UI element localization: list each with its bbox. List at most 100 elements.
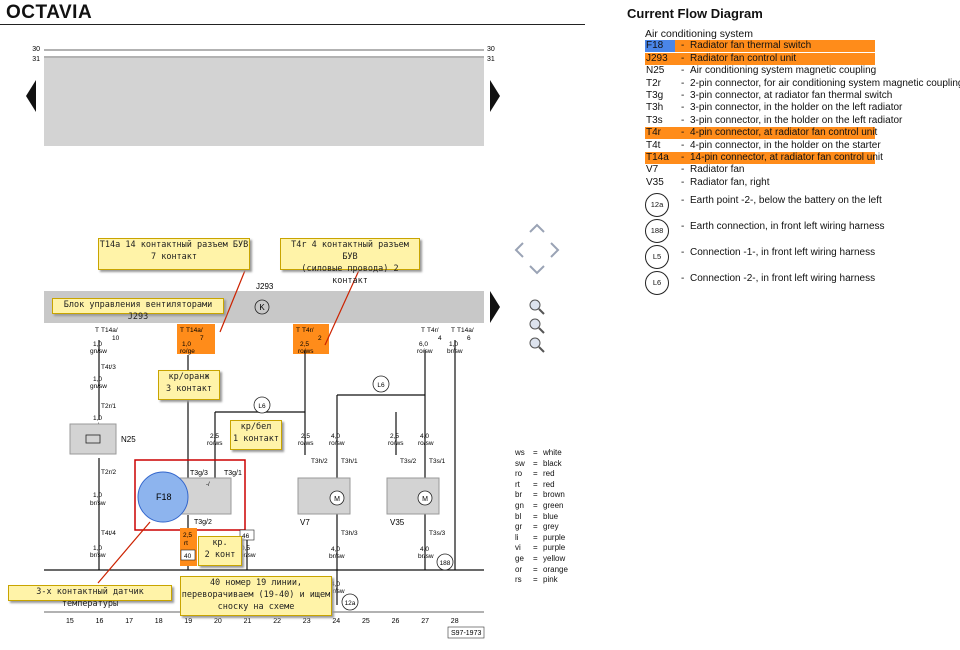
legend-item-code: T14a: [646, 151, 669, 163]
pin-t14a7-color: ro/ge: [180, 348, 195, 355]
legend-item-dash: -: [681, 151, 685, 163]
zoom-reset-icon[interactable]: [529, 318, 545, 334]
v35-fan: M V35: [386, 477, 440, 527]
pin-t14a7-name: T14a/: [186, 327, 203, 334]
zoom-out-icon[interactable]: [529, 337, 545, 353]
t4t4-label: T4t/4: [101, 530, 116, 537]
color-key-value: purple: [543, 543, 566, 553]
t2r2-wire: 1,0: [93, 492, 102, 499]
legend-item-code: V7: [646, 164, 659, 176]
t2r1-wire: 1,0: [93, 415, 102, 422]
color-key-code: li: [515, 532, 519, 542]
color-key-eq: =: [533, 479, 538, 489]
color-key-row: rt=red: [515, 480, 568, 491]
color-key-row: br=brown: [515, 490, 568, 501]
annotation-t4r-text: T4r 4 контактный разъем БУВ(силовые пров…: [291, 240, 409, 286]
conn-l6: L6: [377, 382, 385, 389]
legend-item-desc: 3-pin connector, at radiator fan thermal…: [690, 89, 893, 101]
t3g-wire2: 2,5: [183, 532, 192, 539]
annotation-kr2-text: кр.2 конт: [204, 538, 236, 560]
color-key-eq: =: [533, 458, 538, 468]
color-key-value: green: [543, 500, 564, 510]
t4t3-label: T4t/3: [101, 364, 116, 371]
track-number: 25: [362, 618, 370, 625]
legend-code-highlight: [645, 40, 675, 53]
annotation-line40: 40 номер 19 линии,переворачиваем (19-40)…: [180, 576, 332, 616]
legend-circle-item: 188-Earth connection, in front left wiri…: [645, 219, 957, 245]
color-key-row: ro=red: [515, 469, 568, 480]
module-symbol-circle: [254, 299, 270, 315]
legend-highlight-bar: [645, 52, 875, 65]
legend-item-code: T4t: [646, 139, 661, 151]
color-key-code: or: [515, 564, 523, 574]
legend-item-dash: -: [681, 164, 685, 176]
doc-title: Current Flow Diagram: [627, 6, 763, 21]
legend-dash: -: [681, 247, 685, 259]
pin-t14a7-num: 7: [200, 335, 204, 342]
w05-color: br/sw: [240, 552, 256, 559]
v35-label: V35: [390, 518, 405, 527]
legend-item-dash: -: [681, 139, 685, 151]
zoom-in-icon[interactable]: [529, 299, 545, 315]
legend-circle-code: 188: [645, 219, 669, 244]
legend-item-desc: 14-pin connector, at radiator fan contro…: [690, 151, 883, 163]
n25-label: N25: [121, 435, 136, 444]
next-page-arrow[interactable]: [490, 80, 500, 112]
color-key-code: bl: [515, 511, 522, 521]
pin40-label: 40: [184, 553, 192, 560]
pin-t4r4-sym: T: [421, 327, 425, 334]
color-key-value: grey: [543, 522, 559, 532]
t3h2-label: T3h/2: [311, 458, 328, 465]
pan-up-icon[interactable]: [529, 223, 545, 233]
legend-item: V7-Radiator fan: [645, 164, 957, 176]
track-number: 23: [303, 618, 311, 625]
legend-item-code: T2r: [646, 77, 661, 89]
color-key-eq: =: [533, 448, 538, 457]
track-number: 27: [421, 618, 429, 625]
w40c-color: br/sw: [329, 553, 345, 560]
color-key-value: brown: [543, 490, 565, 500]
pin-t14a10-num: 10: [112, 335, 120, 342]
color-key-row: bl=blue: [515, 512, 568, 523]
zoom-controls: [529, 299, 545, 353]
color-key-value: pink: [543, 575, 558, 585]
annotation-line40-text: 40 номер 19 линии,переворачиваем (19-40)…: [181, 578, 331, 612]
legend-dash: -: [681, 221, 685, 233]
pin-labels: T T14a/ 10 1,0 gn/sw T T14a/ 7 1,0 ro/ge…: [90, 327, 474, 559]
legend-item-desc: Radiator fan, right: [690, 176, 770, 188]
annotation-pointers: [97, 267, 361, 584]
unit-continue-arrow[interactable]: [490, 291, 500, 323]
pan-left-icon[interactable]: [514, 242, 524, 258]
pan-right-icon[interactable]: [550, 242, 560, 258]
t4t4-wire: 1,0: [93, 545, 102, 552]
legend-item-dash: -: [681, 65, 685, 77]
color-key-row: rs=pink: [515, 575, 568, 586]
color-key-row: sw=black: [515, 459, 568, 470]
prev-page-arrow[interactable]: [26, 80, 36, 112]
pin-t14a7-highlight: [177, 324, 215, 354]
color-key-row: vi=purple: [515, 543, 568, 554]
pin-t14a6-wire: 1,0: [449, 341, 458, 348]
legend-item-desc: 3-pin connector, in the holder on the le…: [690, 114, 903, 126]
legend-item-desc: 2-pin connector, for air conditioning sy…: [690, 77, 960, 89]
legend-item-code: V35: [646, 176, 664, 188]
t3g3-label: T3g/3: [190, 470, 208, 477]
legend-circle-items: 12a-Earth point -2-, below the battery o…: [645, 193, 957, 297]
ref-code: S97-1973: [451, 630, 481, 637]
pin-t14a7-wire: 1,0: [182, 341, 191, 348]
v7-fan: M V7: [297, 477, 351, 527]
conn-12a: 12a: [345, 600, 356, 607]
legend-desc: Connection -1-, in front left wiring har…: [690, 247, 876, 259]
svg-text:M: M: [422, 496, 428, 503]
w40d-label: 4,0: [420, 546, 429, 553]
color-key-code: vi: [515, 543, 521, 553]
line-30-label-left: 30: [32, 46, 40, 53]
legend-circle-item: L5-Connection -1-, in front left wiring …: [645, 245, 957, 271]
color-key-code: gr: [515, 522, 523, 532]
pan-down-icon[interactable]: [529, 265, 545, 275]
w40a-label: 4,0: [331, 433, 340, 440]
